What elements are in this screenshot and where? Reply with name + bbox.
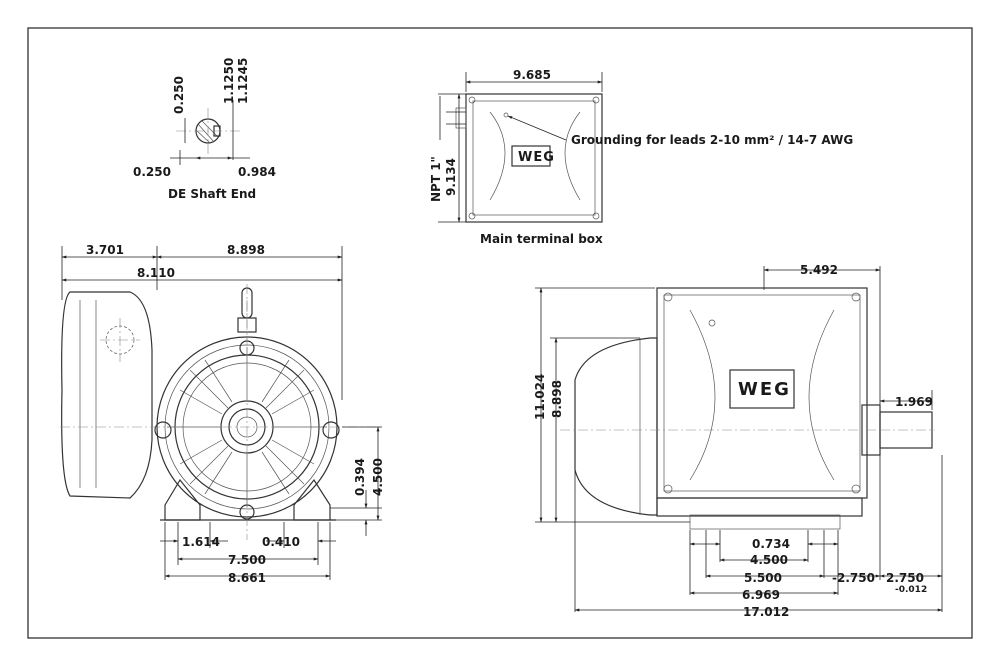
shaft-title: DE Shaft End <box>168 187 256 201</box>
shaft-dim-horiz-b: 0.984 <box>238 165 276 179</box>
front-dim-base-b: 8.661 <box>228 571 266 585</box>
front-dim-foot-b: 0.410 <box>262 535 300 549</box>
terminal-logo: WEG <box>518 150 555 165</box>
side-dim-frame-height: 8.898 <box>550 380 564 418</box>
front-dim-foot-hole: 0.394 <box>353 458 367 496</box>
side-dim-overall-height: 11.024 <box>533 374 547 420</box>
shaft-dim-vert-a: 0.250 <box>172 76 186 114</box>
side-dim-shaft-offset: -2.750 <box>832 571 875 585</box>
side-logo: WEG <box>738 379 791 400</box>
shaft-dim-vert-c: 1.1245 <box>236 58 250 104</box>
front-dim-shaft-height: 4.500 <box>371 458 385 496</box>
terminal-box-view <box>438 72 603 223</box>
side-dim-box-offset: 5.492 <box>800 263 838 277</box>
front-dim-top-right: 8.898 <box>227 243 265 257</box>
npt-label: NPT 1" <box>429 156 443 202</box>
front-dim-foot-a: 1.614 <box>182 535 220 549</box>
front-dim-base-a: 7.500 <box>228 553 266 567</box>
shaft-dim-horiz-a: 0.250 <box>133 165 171 179</box>
shaft-end-view <box>170 100 250 165</box>
side-view <box>535 266 943 612</box>
terminal-box-title: Main terminal box <box>480 232 603 246</box>
terminal-box-width: 9.685 <box>513 68 551 82</box>
side-dim-shaft-key: 2.750 <box>886 571 924 585</box>
front-dim-top-left: 3.701 <box>86 243 124 257</box>
side-dim-foot-f: 6.969 <box>742 588 780 602</box>
drawing-border <box>27 27 973 639</box>
grounding-note: Grounding for leads 2-10 mm² / 14-7 AWG <box>571 133 853 147</box>
side-dim-foot-d: 4.500 <box>750 553 788 567</box>
side-dim-overall-length: 17.012 <box>743 605 789 619</box>
side-dim-foot-c: 0.734 <box>752 537 790 551</box>
side-dim-tolerance: -0.012 <box>895 585 927 595</box>
side-dim-shaft-length: 1.969 <box>895 395 933 409</box>
front-dim-mid: 8.110 <box>137 266 175 280</box>
side-dim-foot-e: 5.500 <box>744 571 782 585</box>
terminal-box-height: 9.134 <box>444 158 458 196</box>
shaft-dim-vert-b: 1.1250 <box>222 58 236 104</box>
front-view <box>60 246 382 580</box>
